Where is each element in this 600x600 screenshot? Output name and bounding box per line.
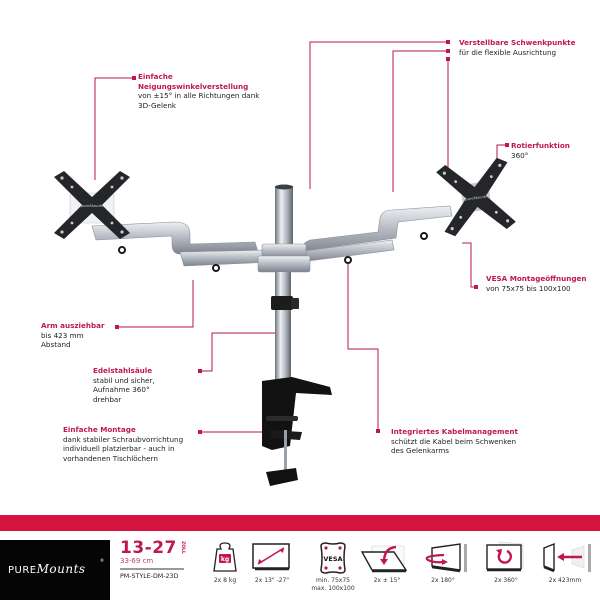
feature-tilt-label: 2x ± 15° <box>373 577 401 584</box>
feature-screen-size: 2x 13" -27" <box>243 540 301 598</box>
leader-lines <box>94 41 507 433</box>
feature-vesa-label: min. 75x75 max. 100x100 <box>311 577 355 592</box>
callout-pole-desc: stabil und sicher, Aufnahme 360° drehbar <box>93 375 155 404</box>
callout-cable-title: Integriertes Kabelmanagement <box>391 427 518 436</box>
callout-swivel-desc: für die flexible Ausrichtung <box>459 47 557 57</box>
callout-pole: Edelstahlsäule stabil und sicher, Aufnah… <box>93 366 155 404</box>
svg-text:VESA: VESA <box>323 555 342 563</box>
callout-pole-title: Edelstahlsäule <box>93 366 153 375</box>
size-divider <box>120 568 184 570</box>
callout-tilt-desc: von ±15° in alle Richtungen dank 3D-Gele… <box>138 91 260 110</box>
red-divider-bar <box>0 515 600 531</box>
brand-registered-mark: ® <box>100 558 104 563</box>
model-number: PM-STYLE-DM-23D <box>120 572 179 580</box>
feature-swivel-label: 2x 180° <box>431 577 455 584</box>
callout-mount-title: Einfache Montage <box>63 425 136 434</box>
size-spec: 13-27 ZOLL 33-69 cm PM-STYLE-DM-23D <box>120 540 188 580</box>
svg-text:pureMounts: pureMounts <box>465 194 487 201</box>
size-cm: 33-69 cm <box>120 557 154 565</box>
brand-script-text: Mounts <box>36 562 86 576</box>
feature-extend: 2x 423mm <box>536 540 594 598</box>
vesa-icon: VESA <box>320 542 346 574</box>
feature-vesa: VESA min. 75x75 max. 100x100 <box>304 540 362 598</box>
feature-weight: kg 2x 8 kg <box>196 540 254 598</box>
rotate-360-icon <box>486 541 524 572</box>
brand-logo: PUREMounts <box>8 562 86 576</box>
callout-arm: Arm ausziehbar bis 423 mm Abstand <box>41 321 105 350</box>
tilt-icon <box>360 545 408 573</box>
callout-vesa-desc: von 75x75 bis 100x100 <box>486 283 571 293</box>
callout-mount: Einfache Montage dank stabiler Schraubvo… <box>63 425 183 463</box>
extend-arm-icon <box>543 542 591 573</box>
feature-rotate-label: 2x 360° <box>494 577 518 584</box>
callout-vesa-title: VESA Montageöffnungen <box>486 274 587 283</box>
screen-diagonal-icon <box>252 543 290 571</box>
callout-rotate: Rotierfunktion 360° <box>511 141 570 160</box>
callout-rotate-desc: 360° <box>511 150 529 160</box>
size-unit: ZOLL <box>180 541 185 554</box>
callout-tilt-title-2: Neigungswinkelverstellung <box>138 81 249 91</box>
swivel-180-icon <box>425 543 467 573</box>
feature-tilt: 2x ± 15° <box>358 540 416 598</box>
callout-swivel: Verstellbare Schwenkpunkte für die flexi… <box>459 38 575 57</box>
callout-tilt: Einfache Neigungswinkelverstellung von ±… <box>138 72 259 110</box>
callout-tilt-title-1: Einfache <box>138 72 173 81</box>
size-range: 13-27 <box>120 538 177 558</box>
brand-logo-box: PUREMounts ® <box>0 540 110 600</box>
callout-arm-title: Arm ausziehbar <box>41 321 105 330</box>
callout-swivel-title: Verstellbare Schwenkpunkte <box>459 38 576 47</box>
feature-weight-label: 2x 8 kg <box>213 577 237 584</box>
product-illustration: pureMounts pureMounts Einfache Neigungsw… <box>41 38 586 486</box>
callout-vesa: VESA Montageöffnungen von 75x75 bis 100x… <box>486 274 586 293</box>
callout-cable: Integriertes Kabelmanagement schützt die… <box>391 427 518 456</box>
callout-cable-desc: schützt die Kabel beim Schwenken des Gel… <box>391 436 517 456</box>
svg-text:kg: kg <box>221 556 229 563</box>
leader-dots <box>115 40 509 434</box>
svg-text:pureMounts: pureMounts <box>81 204 103 208</box>
feature-rotate: 2x 360° <box>477 540 535 598</box>
monitor-arm-drawing: pureMounts pureMounts <box>54 40 516 486</box>
brand-pure-text: PURE <box>8 565 37 576</box>
callout-rotate-title: Rotierfunktion <box>511 141 570 150</box>
callout-arm-desc: bis 423 mm Abstand <box>41 330 84 350</box>
feature-extend-label: 2x 423mm <box>548 577 582 584</box>
feature-swivel: 2x 180° <box>414 540 472 598</box>
feature-screen-size-label: 2x 13" -27" <box>254 577 290 584</box>
weight-kg-icon: kg <box>213 542 237 572</box>
callout-mount-desc: dank stabiler Schraubvorrichtung individ… <box>63 434 184 463</box>
